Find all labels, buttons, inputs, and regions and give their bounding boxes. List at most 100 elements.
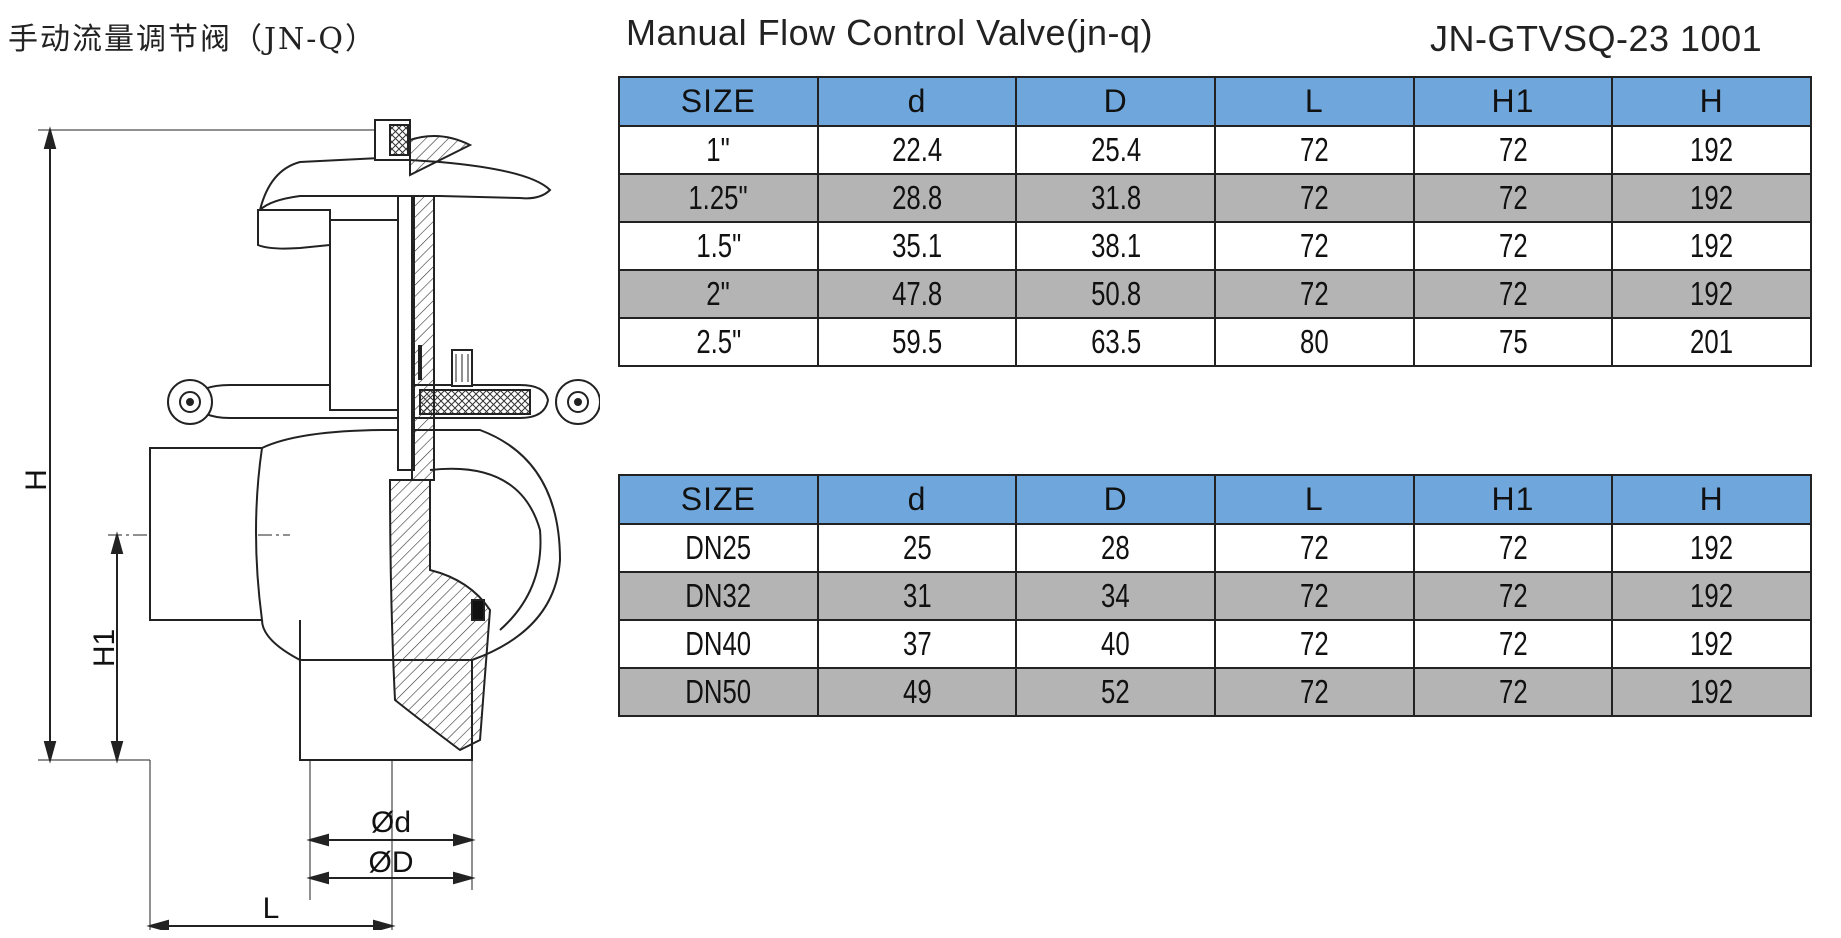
table-cell: 192 [1611,571,1812,621]
table-cell: 72 [1213,173,1415,223]
cell-value: 31 [902,577,932,614]
cell-value: 28 [1101,529,1130,566]
dim-label-H: H [20,469,53,491]
cell-value: 2.5" [695,323,741,360]
cell-value: 72 [1498,275,1528,312]
cell-value: 72 [1299,673,1329,710]
table-cell: 40 [1015,619,1216,669]
table-cell: 72 [1412,619,1614,669]
cell-value: 192 [1690,227,1734,264]
table-cell: 49 [816,667,1018,717]
table-cell: 63.5 [1015,317,1216,367]
table-row: DN32 31 34 72 72 192 [618,571,1812,621]
cell-value: 192 [1690,131,1734,168]
table-cell: 22.4 [816,125,1018,175]
table-cell: 75 [1412,317,1614,367]
table-cell: 47.8 [816,269,1018,319]
table-cell: 50.8 [1015,269,1216,319]
cell-value: 1" [706,131,731,168]
table-cell: 192 [1611,269,1812,319]
cell-value: 72 [1498,227,1528,264]
column-header-l: L [1213,76,1415,127]
table-cell: 31 [816,571,1018,621]
document-code: JN-GTVSQ-23 1001 [1430,18,1763,59]
table-cell: 1.5" [618,221,819,271]
cell-value: 80 [1299,323,1329,360]
cell-value: 192 [1690,577,1734,614]
table-cell: 25 [816,523,1018,573]
column-header-size: SIZE [618,474,819,525]
table-cell: 72 [1213,269,1415,319]
table-cell: 59.5 [816,317,1018,367]
cell-value: 72 [1299,275,1329,312]
cell-value: 34 [1101,577,1130,614]
table-cell: 25.4 [1015,125,1216,175]
column-header-h: H [1611,76,1812,127]
table-cell: 35.1 [816,221,1018,271]
cell-value: 1.25" [688,179,748,216]
table-row: 2.5" 59.5 63.5 80 75 201 [618,317,1812,367]
cell-value: 72 [1299,625,1329,662]
table-cell: 34 [1015,571,1216,621]
column-header-h1: H1 [1412,76,1614,127]
cell-value: 72 [1498,529,1528,566]
cell-value: DN50 [685,673,752,710]
cell-value: 59.5 [891,323,943,360]
cell-value: 75 [1498,323,1528,360]
cell-value: 35.1 [891,227,943,264]
cell-value: 1.5" [695,227,741,264]
cell-value: 31.8 [1090,179,1141,216]
table-cell: 72 [1412,269,1614,319]
table-cell: DN50 [618,667,819,717]
cell-value: 72 [1498,577,1528,614]
table-cell: 72 [1213,221,1415,271]
cell-value: 72 [1299,227,1329,264]
column-header-d: D [1015,474,1216,525]
cell-value: DN32 [685,577,752,614]
table-cell: 31.8 [1015,173,1216,223]
cell-value: 63.5 [1090,323,1141,360]
table-cell: 38.1 [1015,221,1216,271]
table-cell: 37 [816,619,1018,669]
table-cell: 2.5" [618,317,819,367]
table-cell: 192 [1611,619,1812,669]
cell-value: 37 [902,625,932,662]
valve-technical-drawing: H H1 Ød ØD L [20,119,600,930]
cell-value: 72 [1498,179,1528,216]
table-cell: DN32 [618,571,819,621]
title-english: Manual Flow Control Valve(jn-q) [626,12,1154,53]
column-header-d: D [1015,76,1216,127]
cell-value: 192 [1690,625,1734,662]
table-cell: 72 [1412,571,1614,621]
table-cell: 2" [618,269,819,319]
table-cell: 80 [1213,317,1415,367]
dim-label-H1: H1 [88,629,121,667]
table-cell: 28 [1015,523,1216,573]
cell-value: 72 [1299,131,1329,168]
table-cell: 28.8 [816,173,1018,223]
cell-value: DN25 [685,529,752,566]
cell-value: 192 [1690,673,1734,710]
table-row: 1.5" 35.1 38.1 72 72 192 [618,221,1812,271]
cell-value: 22.4 [891,131,943,168]
cell-value: 28.8 [891,179,943,216]
table-cell: 72 [1412,523,1614,573]
cell-value: 40 [1101,625,1130,662]
column-header-d: d [816,76,1018,127]
table-cell: 52 [1015,667,1216,717]
cell-value: 201 [1690,323,1734,360]
table-cell: 192 [1611,667,1812,717]
title-chinese: 手动流量调节阀（JN-Q） [8,22,378,57]
column-header-l: L [1213,474,1415,525]
table-cell: 72 [1213,571,1415,621]
cell-value: 25.4 [1090,131,1141,168]
cell-value: 52 [1101,673,1130,710]
table-cell: 201 [1611,317,1812,367]
